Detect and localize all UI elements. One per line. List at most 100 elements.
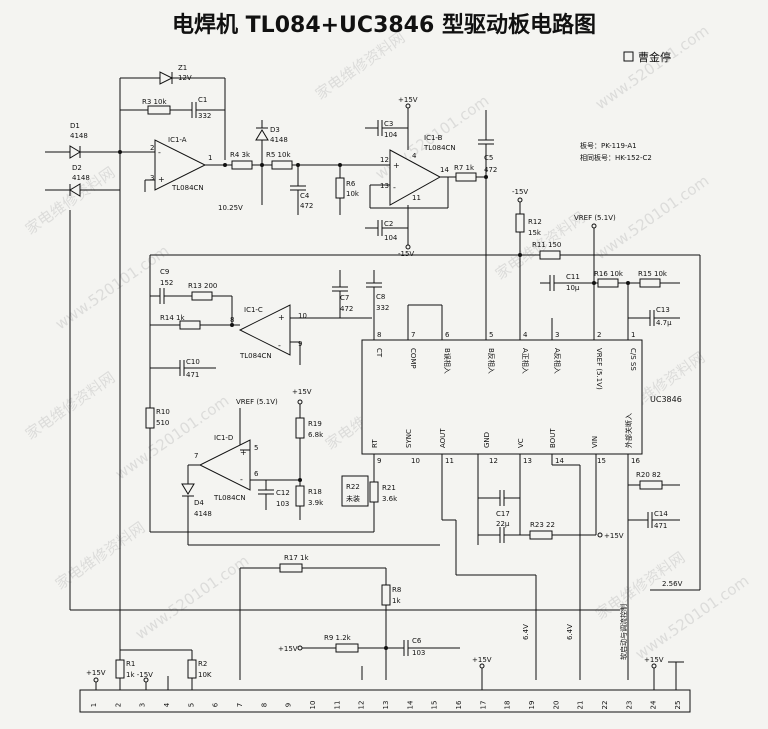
c1-label: C1 xyxy=(198,96,207,104)
uc3846-pin-number: 16 xyxy=(631,457,640,465)
m15-r1: 1k -15V xyxy=(126,671,153,679)
r19-label: R19 xyxy=(308,420,322,428)
zener-z1-icon xyxy=(159,71,174,85)
soft-start-label: 软启动与调流控制 xyxy=(619,604,628,660)
uc3846-pin-number: 3 xyxy=(555,331,559,339)
z1-value: 12V xyxy=(178,74,192,82)
svg-text:-: - xyxy=(240,475,243,484)
r2-label: R2 xyxy=(198,660,207,668)
uc3846-pin-number: 2 xyxy=(597,331,601,339)
resistor-r19-icon xyxy=(295,417,305,439)
watermark-url: www.520101.com xyxy=(592,22,712,114)
opamp-b-part: TL084CN xyxy=(423,144,456,152)
r9-label: R9 1.2k xyxy=(324,634,352,642)
svg-text:12: 12 xyxy=(380,156,389,164)
svg-text:-: - xyxy=(393,183,396,192)
board-same-number: 相同板号：HK-152-C2 xyxy=(580,153,652,162)
r8-value: 1k xyxy=(392,597,401,605)
d3-value: 4148 xyxy=(270,136,288,144)
uc3846-bottom-pins: RT9SYNC10AOUT11GND12VC13BOUT14VIN15外部关断入… xyxy=(371,413,640,465)
c14-value: 471 xyxy=(654,522,667,530)
uc3846-pin-label: B误相入 xyxy=(443,348,452,374)
watermark-text: 家电维修资料网 xyxy=(312,28,408,103)
svg-text:14: 14 xyxy=(440,166,449,174)
resistor-r18-icon xyxy=(295,485,305,507)
r21-value: 3.6k xyxy=(382,495,398,503)
uc3846-pin-label: CT xyxy=(375,348,383,358)
c6-label: C6 xyxy=(412,637,422,645)
v64b-label: 6.4V xyxy=(566,624,574,640)
d1-value: 4148 xyxy=(70,132,88,140)
c3-value: 104 xyxy=(384,131,398,139)
uc3846-pin-number: 11 xyxy=(445,457,454,465)
resistor-r21-icon xyxy=(369,481,379,503)
resistor-r5-icon xyxy=(271,160,293,170)
r20-label: R20 82 xyxy=(636,471,661,479)
uc3846-pin-label: COMP xyxy=(409,348,417,369)
c13-value: 4.7μ xyxy=(656,319,672,327)
r14-label: R14 1k xyxy=(160,314,185,322)
c9-value: 152 xyxy=(160,279,173,287)
vref-top: VREF (5.1V) xyxy=(574,214,616,222)
connector-pin-label: 15 xyxy=(431,701,439,710)
uc3846-pin-label: B反相入 xyxy=(487,348,496,374)
uc3846-pin-number: 1 xyxy=(631,331,635,339)
opamp-c-name: IC1-C xyxy=(244,306,263,314)
d4-value: 4148 xyxy=(194,510,212,518)
r23-label: R23 22 xyxy=(530,521,555,529)
r11-label: R11 150 xyxy=(532,241,561,249)
svg-text:5: 5 xyxy=(254,444,258,452)
opamp-d-name: IC1-D xyxy=(214,434,233,442)
resistor-r14-icon xyxy=(179,320,201,330)
connector-pin-label: 25 xyxy=(674,701,682,710)
resistor-r6-icon xyxy=(335,177,345,199)
c7-value: 472 xyxy=(340,305,353,313)
vref-d: VREF (5.1V) xyxy=(236,398,278,406)
connector-pin-label: 24 xyxy=(650,700,658,709)
opamp-a-name: IC1-A xyxy=(168,136,187,144)
r6-label: R6 xyxy=(346,180,356,188)
opamp-c-part: TL084CN xyxy=(239,352,272,360)
watermark-url: www.520101.com xyxy=(132,552,252,644)
uc3846-pin-number: 4 xyxy=(523,331,528,339)
uc3846-pin-label: VC xyxy=(517,438,525,448)
c17-label: C17 xyxy=(496,510,510,518)
d2-value: 4148 xyxy=(72,174,90,182)
connector-pin-label: 10 xyxy=(309,701,317,710)
connector-pin-label: 23 xyxy=(625,701,633,710)
svg-text:8: 8 xyxy=(230,316,234,324)
output-section: C17 22μ R23 22 +15V 6.4V 6.4V R20 82 C14… xyxy=(69,190,691,713)
v256-label: 2.56V xyxy=(662,580,683,588)
diode-d1-icon xyxy=(69,145,81,159)
r5-label: R5 10k xyxy=(266,151,291,159)
d3-label: D3 xyxy=(270,126,280,134)
svg-text:+: + xyxy=(158,175,165,184)
r3-label: R3 10k xyxy=(142,98,167,106)
svg-text:11: 11 xyxy=(412,194,421,202)
uc3846-pin-label: VREF (5.1V) xyxy=(595,348,603,390)
connector-pin-label: 6 xyxy=(212,702,220,707)
svg-text:+: + xyxy=(393,161,400,170)
c3-label: C3 xyxy=(384,120,393,128)
c2-value: 104 xyxy=(384,234,398,242)
svg-text:7: 7 xyxy=(194,452,198,460)
r10-value: 510 xyxy=(156,419,169,427)
connector-pin-label: 5 xyxy=(187,703,195,707)
p15-pin1: +15V xyxy=(86,669,106,677)
uc3846-pin-label: GND xyxy=(483,432,491,448)
svg-text:3: 3 xyxy=(150,174,154,182)
m15-b: -15V xyxy=(398,250,414,258)
r18-label: R18 xyxy=(308,488,322,496)
c8-value: 332 xyxy=(376,304,389,312)
resistor-r12-icon xyxy=(515,213,525,233)
connector-pin-label: 18 xyxy=(504,701,512,710)
opamp-c-section: C9 152 R13 200 R14 1k + - 8 10 9 IC1-C T… xyxy=(145,255,553,533)
c12-value: 103 xyxy=(276,500,289,508)
uc3846-pin-number: 8 xyxy=(377,331,381,339)
connector-pin-label: 4 xyxy=(163,702,171,707)
resistor-r4-icon xyxy=(231,160,253,170)
connector-pin-label: 16 xyxy=(455,700,463,709)
